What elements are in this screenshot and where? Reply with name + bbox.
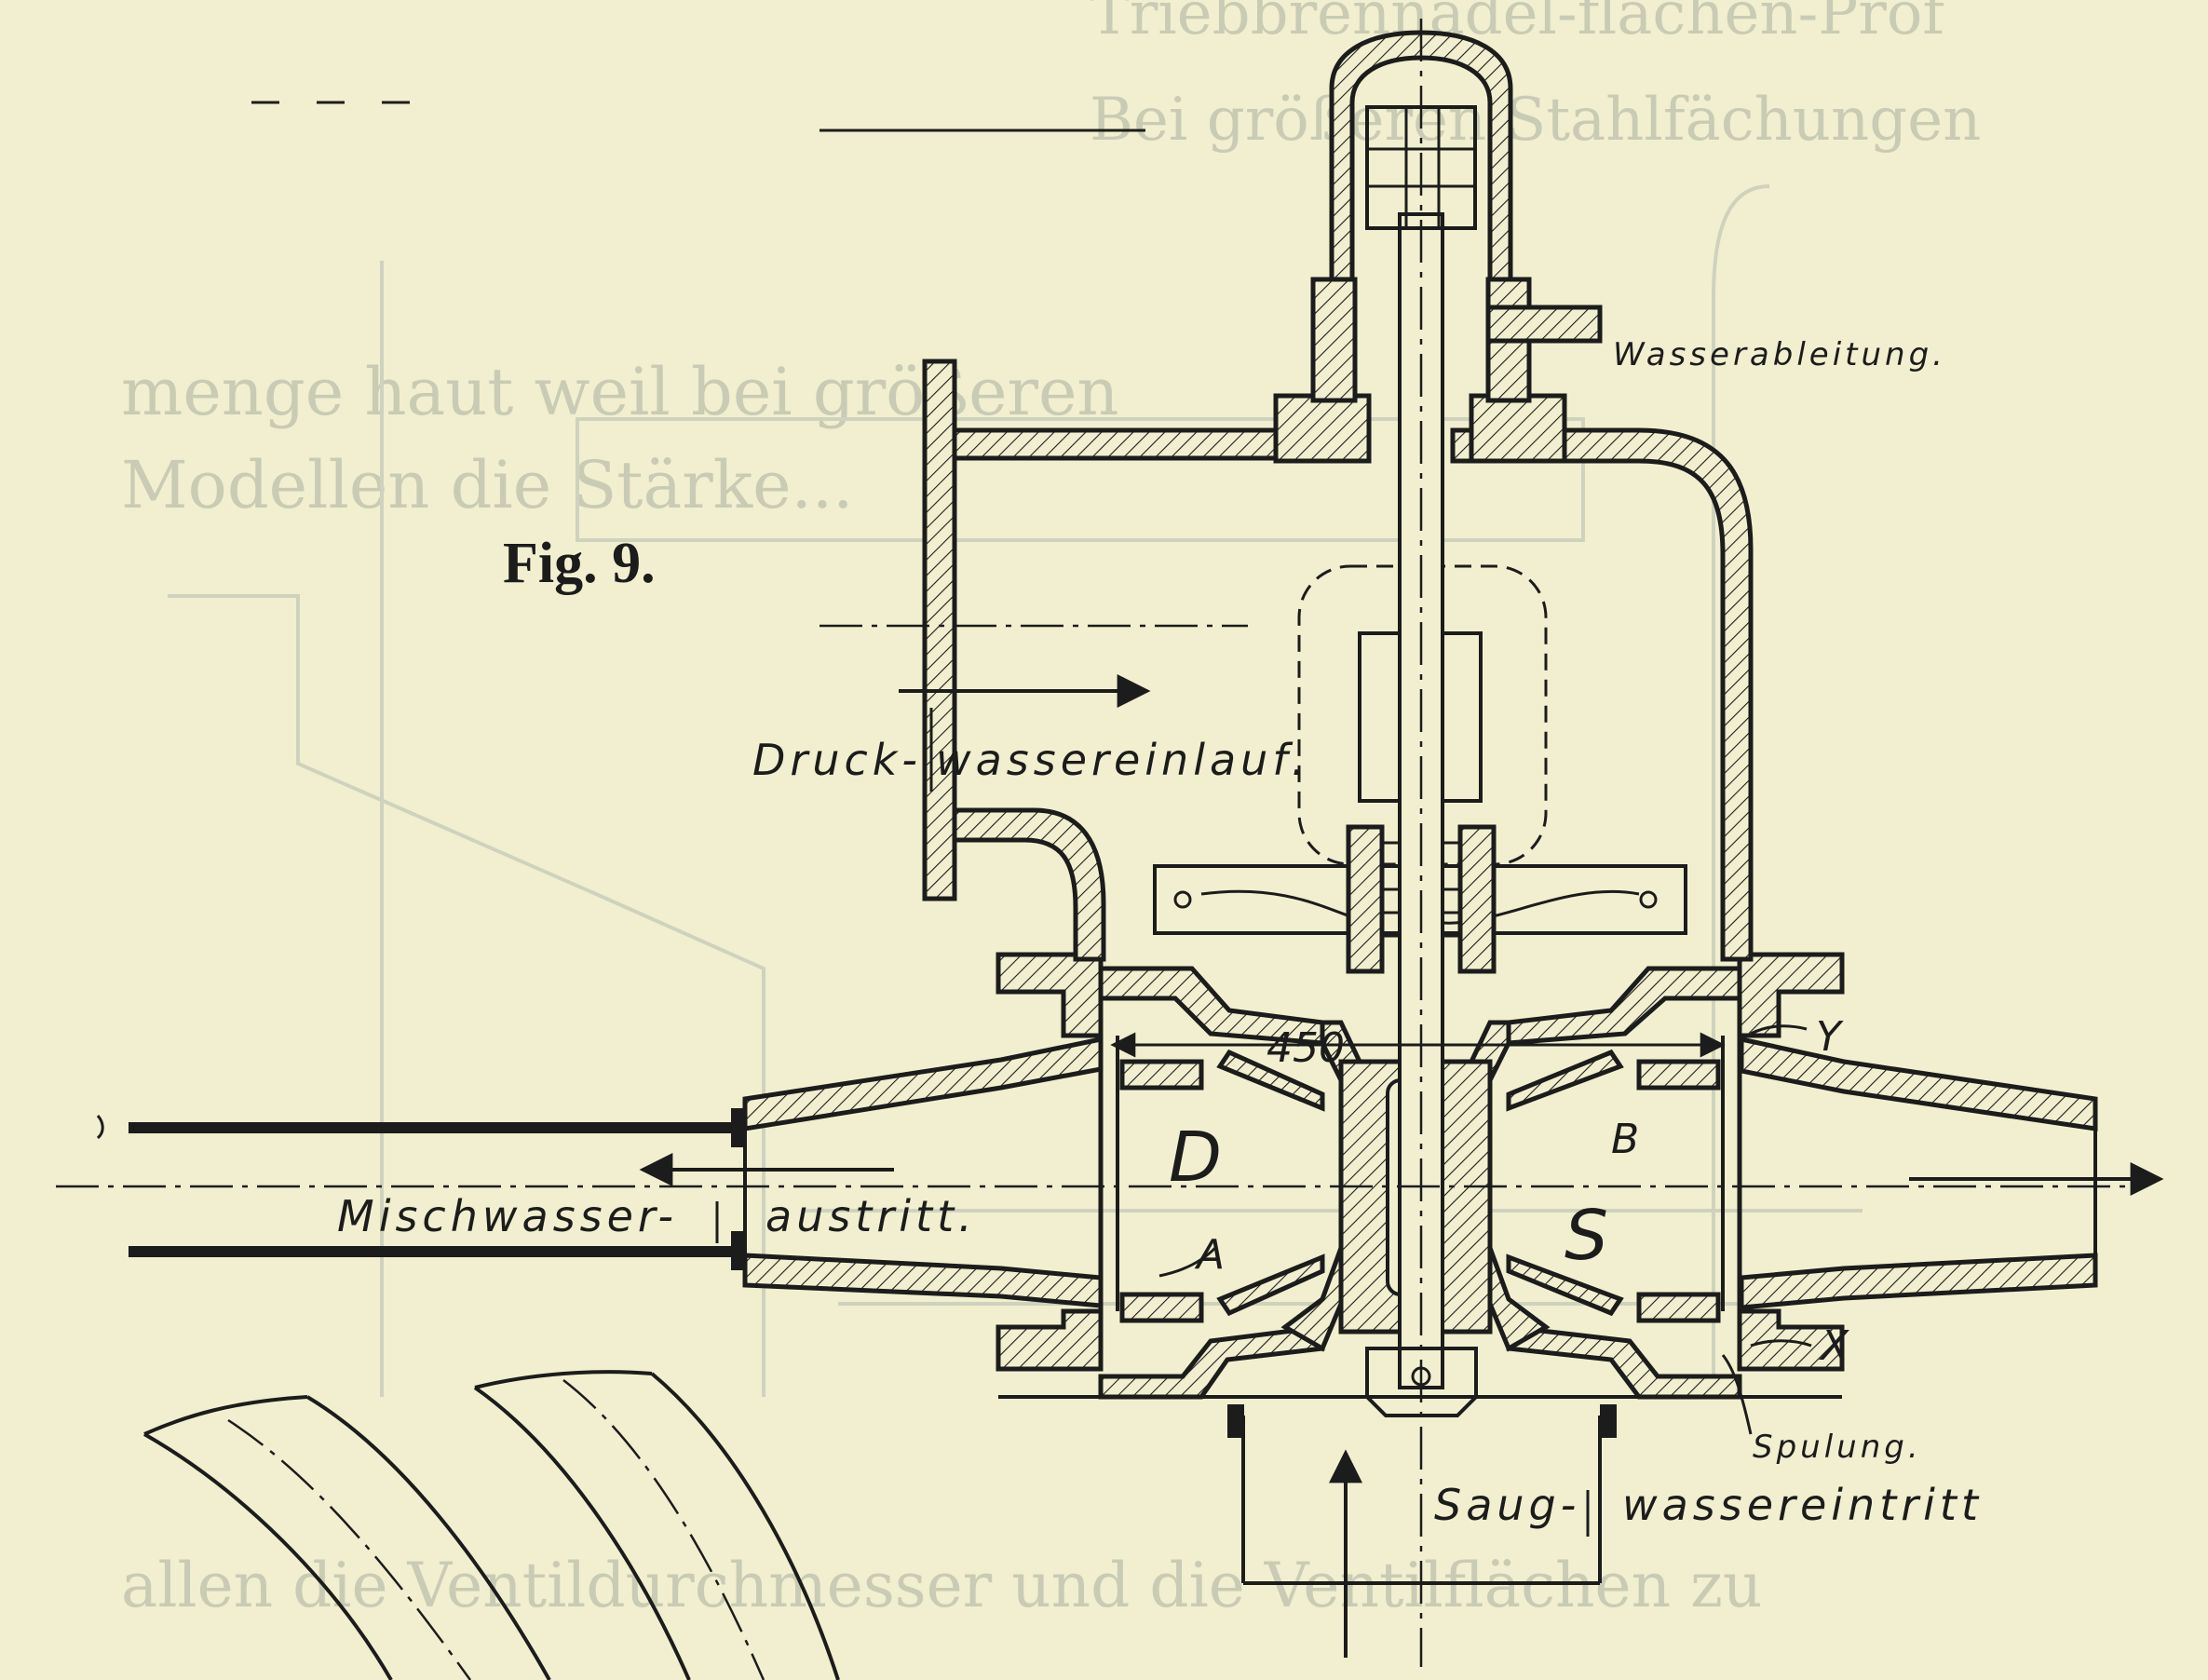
label-mixed-outlet-2: austritt.: [765, 1191, 977, 1241]
stuffing-box: [1346, 824, 1497, 974]
figure-label: Fig. 9.: [503, 532, 656, 595]
label-water-drain: Wasserableitung.: [1613, 336, 1946, 373]
valve-housing: [996, 952, 1845, 1400]
suction-inlet-pipe: [1227, 1404, 1617, 1585]
right-diffuser: [1739, 1036, 2098, 1310]
label-chamber-s: S: [1565, 1196, 1608, 1276]
ghost-drawing-1: [168, 594, 765, 1397]
label-chamber-d: D: [1169, 1118, 1222, 1198]
ghost-drawing-2: [576, 417, 1585, 542]
ghost-drawing-3: [1712, 184, 1770, 1397]
bleed-line-4: Modellen die Stärke...: [121, 447, 853, 523]
bleed-through-text: Triebbrennadel-flächen-Prof Bei größeren…: [121, 0, 1981, 1621]
label-dimension: 450: [1267, 1024, 1345, 1072]
leader-lines: [96, 1024, 1812, 1435]
labels: Druck- wassereinlauf. Wasserableitung. M…: [337, 336, 1983, 1530]
left-diffuser: [742, 1036, 1104, 1308]
flow-arrows: [639, 674, 2164, 1658]
bleed-line-5: allen die Ventildurchmesser und die Vent…: [121, 1550, 1762, 1621]
label-pressure-inlet-2: wassereinlauf.: [936, 735, 1309, 785]
label-flushing: Spulung.: [1753, 1429, 1922, 1466]
bleed-line-1: Triebbrennadel-flächen-Prof: [1090, 0, 1948, 48]
upper-chamber: [922, 359, 1754, 962]
label-mark-b: B: [1611, 1116, 1639, 1163]
label-mixed-outlet-1: Mischwasser-: [337, 1191, 678, 1241]
label-pressure-inlet-1: Druck-: [752, 735, 922, 785]
label-suction-inlet-2: wassereintritt: [1622, 1480, 1983, 1530]
label-mark-y: Y: [1816, 1013, 1844, 1061]
bleed-line-2: Bei größeren Stahlfächungen: [1090, 86, 1981, 155]
mixed-water-outlet-pipe: [129, 1108, 746, 1270]
center-lines: [56, 19, 2142, 1667]
label-mark-a: A: [1194, 1231, 1225, 1279]
top-marks: [251, 101, 1145, 132]
label-suction-inlet-1: Saug-: [1434, 1480, 1580, 1530]
label-mark-x: X: [1819, 1322, 1849, 1370]
curved-pipe-fragment: [143, 1370, 840, 1680]
top-cap: [1310, 30, 1603, 403]
